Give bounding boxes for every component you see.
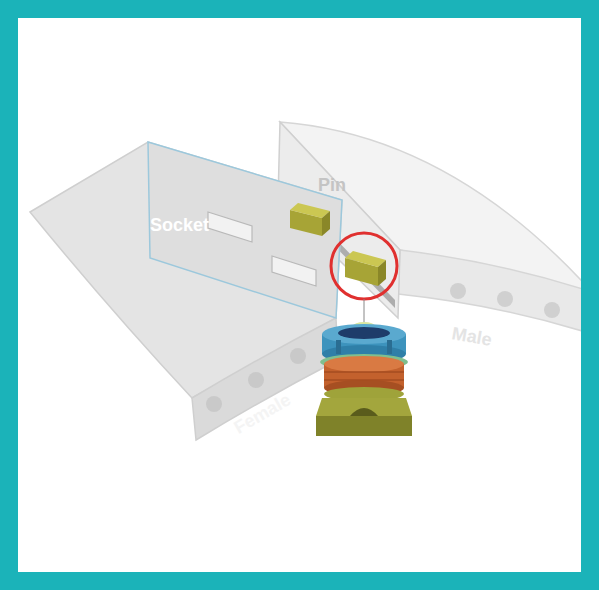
bolt-hole <box>290 348 306 364</box>
pin-contact <box>322 211 330 236</box>
stage: SocketPinFemaleMale <box>18 18 581 572</box>
leader-line <box>364 299 365 326</box>
base-arch <box>350 408 378 416</box>
bolt-hole <box>248 372 264 388</box>
male-side-face <box>398 250 581 334</box>
blue-cap <box>322 324 406 344</box>
bolt-hole <box>206 396 222 412</box>
socket-face <box>148 142 342 318</box>
part-label: Male <box>450 324 493 350</box>
bolt-hole <box>497 291 513 307</box>
coil <box>324 356 404 372</box>
base-block <box>316 416 412 436</box>
cap-slit <box>387 340 392 354</box>
part-label: Pin <box>318 176 346 196</box>
socket-slot <box>272 256 316 286</box>
bolt-hole <box>450 283 466 299</box>
illustration <box>18 18 581 572</box>
base-block <box>316 398 412 436</box>
part-label: Socket <box>150 216 209 236</box>
coil-stripe <box>324 379 404 381</box>
pin-contact <box>345 251 386 267</box>
pin-contact <box>290 203 330 218</box>
highlight-circle <box>331 233 397 299</box>
blue-cap <box>338 327 390 339</box>
coil-stripe <box>324 371 404 373</box>
socket-slot <box>208 212 252 242</box>
cap-slit <box>336 340 341 354</box>
female-top-face <box>30 142 342 398</box>
pin-contact <box>378 260 386 286</box>
white-panel: SocketPinFemaleMale <box>18 18 581 572</box>
bolt-hole <box>544 302 560 318</box>
